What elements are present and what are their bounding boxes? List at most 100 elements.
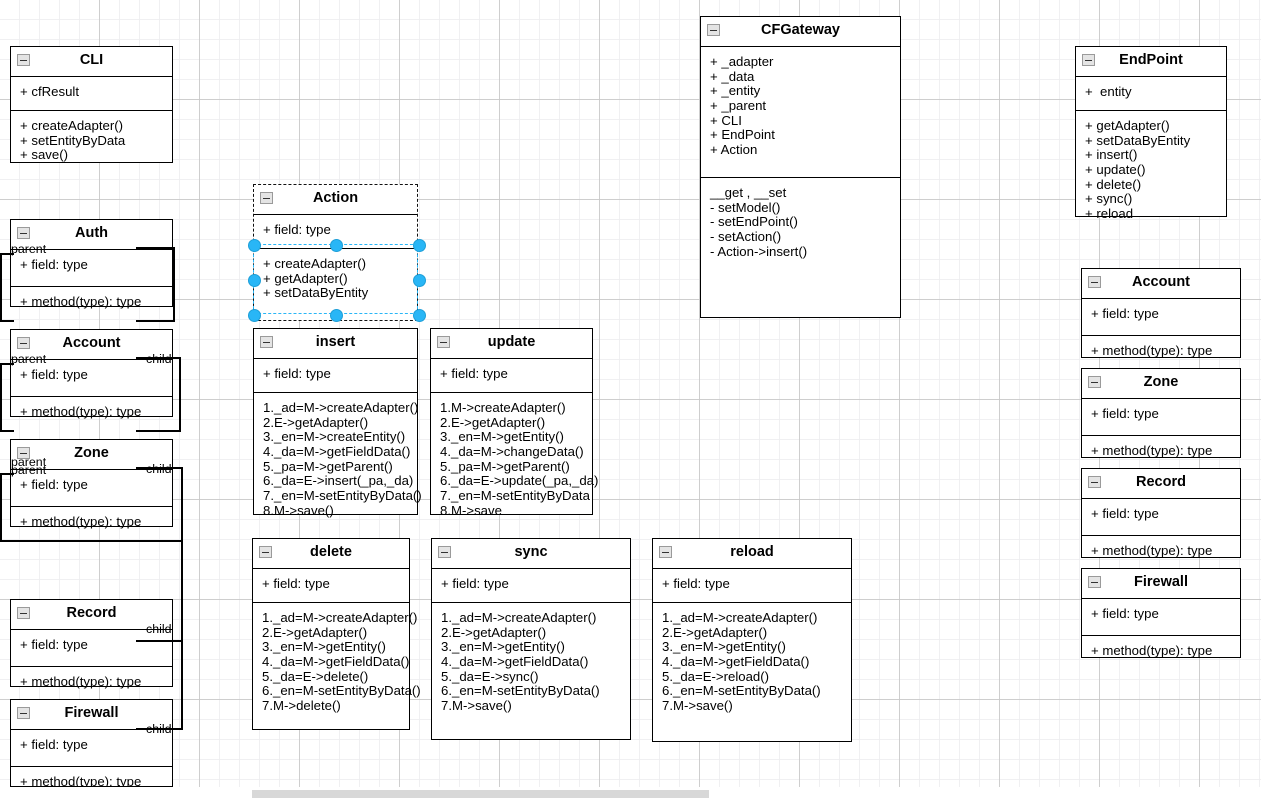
uml-attributes-compartment[interactable]: + field: type xyxy=(11,250,172,286)
uml-class-title-bar[interactable]: Zone xyxy=(1082,369,1240,399)
uml-methods-compartment[interactable]: 1._ad=M->createAdapter()2.E->getAdapter(… xyxy=(432,601,630,739)
uml-methods-compartment[interactable]: 1._ad=M->createAdapter()2.E->getAdapter(… xyxy=(253,601,421,729)
uml-class-title-bar[interactable]: delete xyxy=(253,539,409,569)
uml-class-title-bar[interactable]: reload xyxy=(653,539,851,569)
uml-attributes-compartment[interactable]: + field: type xyxy=(431,359,592,392)
uml-class-title-bar[interactable]: EndPoint xyxy=(1076,47,1226,77)
uml-methods-compartment[interactable]: __get , __set- setModel()- setEndPoint()… xyxy=(701,176,900,317)
connector-segment-auth-parent-to-account-child[interactable] xyxy=(0,320,14,322)
uml-methods-compartment[interactable]: + method(type): type xyxy=(1082,434,1240,467)
collapse-minus-icon[interactable] xyxy=(260,192,273,204)
handle-bottom-right[interactable] xyxy=(412,308,426,322)
uml-class-title-bar[interactable]: Firewall xyxy=(1082,569,1240,599)
uml-attributes-compartment[interactable]: + field: type xyxy=(1082,599,1240,635)
uml-attributes-compartment[interactable]: + field: type xyxy=(653,569,851,602)
uml-attributes-compartment[interactable]: + field: type xyxy=(254,215,417,248)
connector-segment-zone-parent-to-record-child[interactable] xyxy=(136,467,182,469)
connector-segment-auth-parent-to-account-child[interactable] xyxy=(173,247,175,322)
uml-class-title-bar[interactable]: Zone xyxy=(11,440,172,470)
uml-attributes-compartment[interactable]: + field: type xyxy=(11,630,172,666)
horizontal-scrollbar-track[interactable] xyxy=(0,787,1261,800)
collapse-minus-icon[interactable] xyxy=(17,607,30,619)
uml-attributes-compartment[interactable]: + field: type xyxy=(432,569,630,602)
collapse-minus-icon[interactable] xyxy=(259,546,272,558)
collapse-minus-icon[interactable] xyxy=(1088,276,1101,288)
uml-methods-compartment[interactable]: + method(type): type xyxy=(1082,334,1240,367)
connector-segment-zone-parent-to-record-child[interactable] xyxy=(181,467,183,642)
uml-attributes-compartment[interactable]: + _adapter+ _data+ _entity+ _parent+ CLI… xyxy=(701,47,900,177)
uml-class-action[interactable]: Action+ field: type+ createAdapter()+ ge… xyxy=(253,184,418,321)
uml-methods-compartment[interactable]: + createAdapter()+ getAdapter()+ setData… xyxy=(254,247,417,320)
connector-segment-auth-parent-to-account-child[interactable] xyxy=(136,320,174,322)
connector-segment-auth-parent-to-account-child[interactable] xyxy=(0,253,2,321)
connector-segment-account-parent-to-zone-child[interactable] xyxy=(0,363,2,431)
uml-class-title-bar[interactable]: Action xyxy=(254,185,417,215)
uml-class-title-bar[interactable]: Firewall xyxy=(11,700,172,730)
uml-class-title-bar[interactable]: CLI xyxy=(11,47,172,77)
uml-methods-compartment[interactable]: + method(type): type xyxy=(11,285,172,318)
uml-methods-compartment[interactable]: + method(type): type xyxy=(11,765,172,798)
connector-segment-account-parent-to-zone-child[interactable] xyxy=(0,363,14,365)
uml-attributes-compartment[interactable]: + entity xyxy=(1076,77,1226,110)
collapse-minus-icon[interactable] xyxy=(1088,376,1101,388)
connector-segment-record-to-firewall-child[interactable] xyxy=(181,640,183,730)
connector-segment-auth-parent-to-account-child[interactable] xyxy=(136,247,174,249)
connector-segment-account-parent-to-zone-child[interactable] xyxy=(179,357,181,432)
uml-methods-compartment[interactable]: + method(type): type xyxy=(1082,634,1240,667)
uml-methods-compartment[interactable]: + createAdapter()+ setEntityByData+ save… xyxy=(11,109,172,171)
uml-class-firewall-left[interactable]: Firewall+ field: type+ method(type): typ… xyxy=(10,699,173,789)
uml-attributes-compartment[interactable]: + field: type xyxy=(1082,299,1240,335)
uml-attributes-compartment[interactable]: + field: type xyxy=(1082,399,1240,435)
uml-methods-compartment[interactable]: + method(type): type xyxy=(11,395,172,428)
collapse-minus-icon[interactable] xyxy=(438,546,451,558)
handle-middle-right[interactable] xyxy=(412,273,426,287)
handle-bottom-center[interactable] xyxy=(330,308,343,322)
handle-middle-left[interactable] xyxy=(247,273,261,287)
uml-methods-compartment[interactable]: + method(type): type xyxy=(11,665,172,698)
uml-class-title-bar[interactable]: Account xyxy=(1082,269,1240,299)
collapse-minus-icon[interactable] xyxy=(17,227,30,239)
collapse-minus-icon[interactable] xyxy=(17,447,30,459)
uml-class-auth[interactable]: Auth+ field: type+ method(type): type xyxy=(10,219,173,309)
uml-class-zone-left[interactable]: Zone+ field: type+ method(type): type xyxy=(10,439,173,529)
uml-class-title-bar[interactable]: insert xyxy=(254,329,417,359)
uml-class-endpoint[interactable]: EndPoint+ entity+ getAdapter()+ setDataB… xyxy=(1075,46,1227,221)
collapse-minus-icon[interactable] xyxy=(707,24,720,36)
uml-class-title-bar[interactable]: sync xyxy=(432,539,630,569)
collapse-minus-icon[interactable] xyxy=(17,54,30,66)
uml-class-account-right[interactable]: Account+ field: type+ method(type): type xyxy=(1081,268,1241,358)
uml-class-title-bar[interactable]: Record xyxy=(1082,469,1240,499)
uml-methods-compartment[interactable]: + method(type): type xyxy=(1082,534,1240,567)
handle-bottom-left[interactable] xyxy=(247,308,261,322)
uml-class-title-bar[interactable]: Record xyxy=(11,600,172,630)
connector-segment-zone-parent-to-record-child[interactable] xyxy=(0,473,14,475)
collapse-minus-icon[interactable] xyxy=(1088,476,1101,488)
uml-class-title-bar[interactable]: CFGateway xyxy=(701,17,900,47)
connector-segment-account-parent-to-zone-child[interactable] xyxy=(136,430,180,432)
collapse-minus-icon[interactable] xyxy=(1088,576,1101,588)
collapse-minus-icon[interactable] xyxy=(659,546,672,558)
connector-segment-auth-parent-to-account-child[interactable] xyxy=(0,253,14,255)
uml-class-record-left[interactable]: Record+ field: type+ method(type): type xyxy=(10,599,173,689)
handle-top-center[interactable] xyxy=(330,238,343,252)
uml-attributes-compartment[interactable]: + field: type xyxy=(253,569,409,602)
horizontal-scrollbar-thumb[interactable] xyxy=(252,790,709,798)
uml-class-zone-right[interactable]: Zone+ field: type+ method(type): type xyxy=(1081,368,1241,458)
connector-segment-zone-parent-to-record-child[interactable] xyxy=(0,473,2,541)
collapse-minus-icon[interactable] xyxy=(17,707,30,719)
uml-class-cli[interactable]: CLI+ cfResult+ createAdapter()+ setEntit… xyxy=(10,46,173,163)
connector-segment-zone-parent-to-record-child[interactable] xyxy=(136,640,182,642)
connector-segment-record-to-firewall-child[interactable] xyxy=(136,728,182,730)
collapse-minus-icon[interactable] xyxy=(437,336,450,348)
uml-attributes-compartment[interactable]: + cfResult xyxy=(11,77,172,110)
uml-methods-compartment[interactable]: 1._ad=M->createAdapter()2.E->getAdapter(… xyxy=(653,601,851,741)
connector-segment-account-parent-to-zone-child[interactable] xyxy=(136,357,180,359)
uml-methods-compartment[interactable]: + method(type): type xyxy=(11,505,172,538)
uml-attributes-compartment[interactable]: + field: type xyxy=(11,730,172,766)
